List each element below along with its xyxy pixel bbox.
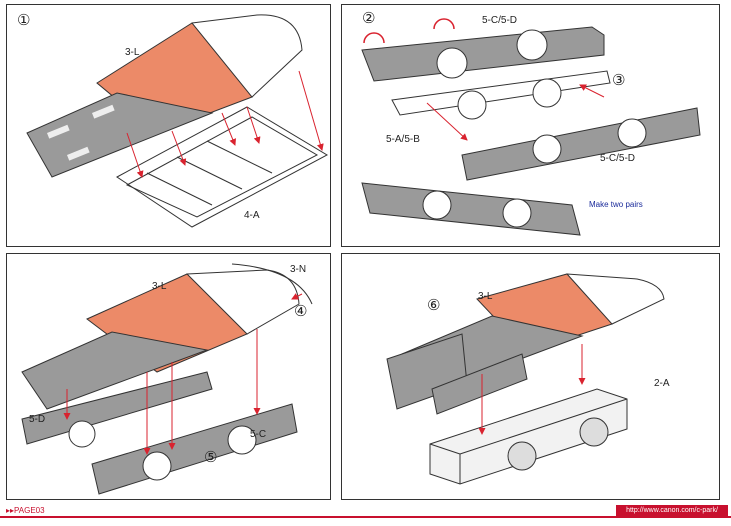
step-4-5-panel: 3-L 3-N ④ 5-D 5-C ⑤ xyxy=(6,253,331,500)
assembly-arrow xyxy=(171,130,187,166)
bend-mark xyxy=(363,32,385,44)
assembly-arrow xyxy=(579,84,605,98)
step-number-6: ⑥ xyxy=(427,296,440,314)
step-2-diagram: ② 5-C/5-D ③ 5-A/5-B 5-C/5-D Make two pai… xyxy=(361,9,701,236)
frame-4a xyxy=(116,106,329,228)
step-2-panel: ② 5-C/5-D ③ 5-A/5-B 5-C/5-D Make two pai… xyxy=(341,4,720,247)
chassis-2a xyxy=(429,388,628,485)
assembly-arrow xyxy=(221,112,236,146)
step-number-3: ③ xyxy=(612,71,625,89)
part-label-5c-5d-right: 5-C/5-D xyxy=(600,153,635,164)
part-label-3n: 3-N xyxy=(290,264,306,275)
side-panel-front xyxy=(431,353,528,415)
step-6-panel: ⑥ 3-L 2-A xyxy=(341,253,720,500)
assembly-arrow xyxy=(126,132,144,178)
step-number-5: ⑤ xyxy=(204,448,217,466)
part-label-5d: 5-D xyxy=(29,414,45,425)
step-6-diagram: ⑥ 3-L 2-A xyxy=(386,273,670,485)
roof-white-end xyxy=(566,273,665,325)
part-label-5c: 5-C xyxy=(250,429,266,440)
step-4-5-diagram: 3-L 3-N ④ 5-D 5-C ⑤ xyxy=(21,263,313,495)
part-label-5c-5d: 5-C/5-D xyxy=(482,15,517,26)
page-number: ▸▸PAGE03 xyxy=(6,506,45,515)
bend-mark xyxy=(433,18,455,30)
part-label-3l: 3-L xyxy=(478,291,493,302)
side-panel-5c-5d-bottom xyxy=(461,107,701,181)
step-number: ① xyxy=(17,11,30,29)
side-panel-5c xyxy=(91,403,298,495)
wheel xyxy=(579,417,609,447)
frame-4a-inner xyxy=(125,116,319,218)
note-make-two-pairs: Make two pairs xyxy=(589,200,643,209)
footer-rule xyxy=(0,516,731,518)
part-label-5a-5b: 5-A/5-B xyxy=(386,134,420,145)
floor-window xyxy=(67,146,90,161)
floor-gray-part xyxy=(21,331,209,410)
floor-window xyxy=(92,104,115,119)
assembly-arrow xyxy=(246,106,261,144)
assembly-arrow xyxy=(298,70,324,151)
step-1-panel: ① 3-L 4-A xyxy=(6,4,331,247)
roof-strip-3n xyxy=(231,263,313,305)
wheel xyxy=(507,441,537,471)
step-number-4: ④ xyxy=(294,302,307,320)
part-label-3l: 3-L xyxy=(152,281,167,292)
side-panel-5a-5b xyxy=(391,70,611,116)
part-label-2a: 2-A xyxy=(654,378,670,389)
step-number: ② xyxy=(362,9,375,27)
footer-url[interactable]: http://www.canon.com/c-park/ xyxy=(616,505,728,517)
side-panel-pair xyxy=(361,182,581,236)
side-panel-5c-5d-top xyxy=(361,26,605,82)
part-label-4a: 4-A xyxy=(244,210,260,221)
side-panel-5d xyxy=(21,371,213,445)
step-1-diagram: ① 3-L 4-A xyxy=(17,11,329,228)
floor-window xyxy=(47,124,70,139)
assembly-arrow xyxy=(426,102,468,141)
part-label-3l: 3-L xyxy=(125,47,140,58)
